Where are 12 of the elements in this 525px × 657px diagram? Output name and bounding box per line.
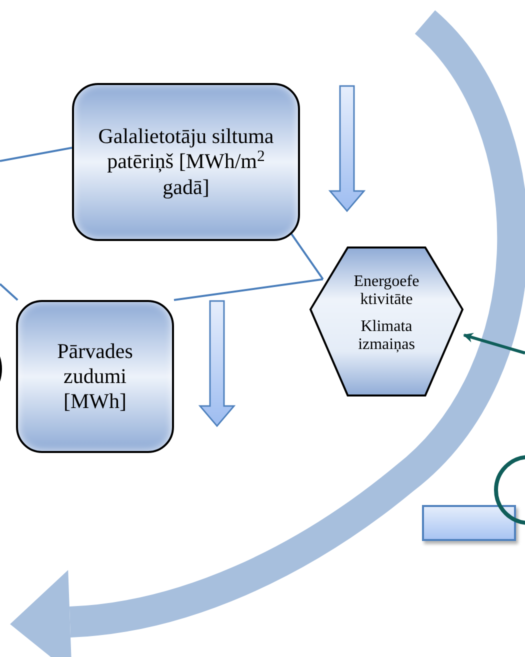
connector-line [0, 283, 18, 301]
node-text: Galalietotāju siltuma patēriņš [MWh/m$^{2}$ gadā] [97, 124, 275, 200]
rounded-box [16, 300, 174, 453]
connector-line [174, 278, 324, 301]
connector-line [0, 146, 72, 162]
connector-line [290, 232, 324, 280]
rounded-box [72, 83, 300, 241]
arrow [463, 332, 525, 354]
node-text: Pārvades zudumi [MWh] [56, 338, 134, 414]
node-text: Klimata izmaiņas [357, 318, 416, 354]
node-text: Energoefe ktivitāte [352, 272, 420, 310]
box-node [422, 505, 516, 541]
